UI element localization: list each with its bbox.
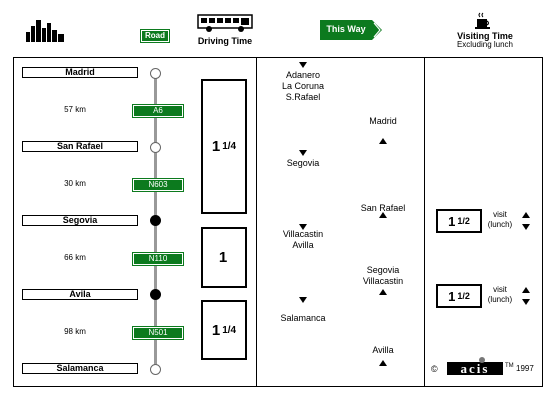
coffee-cup-icon bbox=[475, 12, 490, 29]
visit-lunch-label: visit (lunch) bbox=[484, 210, 516, 230]
up-arrow-icon bbox=[379, 138, 387, 144]
driving-time-whole: 1 bbox=[211, 321, 221, 339]
city-name-san-rafael: San Rafael bbox=[22, 141, 138, 152]
down-arrow-icon bbox=[299, 150, 307, 156]
visit-decrease-icon[interactable] bbox=[522, 299, 530, 305]
down-arrow-icon bbox=[299, 62, 307, 68]
city-name-madrid: Madrid bbox=[22, 67, 138, 78]
place-label: Avilla bbox=[292, 240, 314, 250]
direction-label-segovia: Segovia bbox=[286, 158, 320, 168]
road-sign-n110: N110 bbox=[133, 253, 183, 265]
city-name-segovia: Segovia bbox=[22, 215, 138, 226]
up-arrow-icon bbox=[379, 289, 387, 295]
city-node-avila bbox=[150, 289, 161, 300]
road-sign-legend: Road bbox=[141, 30, 169, 42]
visit-label: visit bbox=[493, 285, 507, 294]
place-label: Segovia bbox=[366, 265, 400, 275]
lunch-label: (lunch) bbox=[487, 220, 513, 229]
down-arrow-icon bbox=[299, 297, 307, 303]
bus-icon bbox=[197, 14, 253, 32]
distance-label: 66 km bbox=[64, 253, 86, 262]
visit-decrease-icon[interactable] bbox=[522, 224, 530, 230]
header-bar: Road Driving Time This Way Visiting Time… bbox=[0, 0, 557, 58]
visit-increase-icon[interactable] bbox=[522, 287, 530, 293]
visiting-time-header: Visiting Time bbox=[457, 31, 513, 41]
return-label-san-rafael: San Rafael bbox=[360, 203, 406, 213]
city-node-san-rafael bbox=[150, 142, 161, 153]
driving-time-box: 1 bbox=[201, 227, 247, 288]
visit-increase-icon[interactable] bbox=[522, 212, 530, 218]
visit-time-fraction: 1/2 bbox=[457, 216, 470, 226]
acis-logo-dot bbox=[479, 357, 485, 363]
direction-label-group1: Adanero La Coruna S.Rafael bbox=[270, 70, 336, 103]
divider-left bbox=[256, 57, 257, 387]
driving-time-fraction: 1/4 bbox=[222, 324, 237, 336]
city-name-salamanca: Salamanca bbox=[22, 363, 138, 374]
up-arrow-icon bbox=[379, 360, 387, 366]
divider-right bbox=[424, 57, 425, 387]
place-label: Villacastin bbox=[362, 276, 404, 286]
lunch-label: (lunch) bbox=[487, 295, 513, 304]
city-name-avila: Avila bbox=[22, 289, 138, 300]
visit-lunch-label: visit (lunch) bbox=[484, 285, 516, 305]
this-way-label: This Way bbox=[326, 24, 366, 34]
road-sign-n501: N501 bbox=[133, 327, 183, 339]
driving-time-whole: 1 bbox=[211, 138, 221, 155]
excluding-lunch-note: Excluding lunch bbox=[456, 40, 514, 49]
road-sign-a6: A6 bbox=[133, 105, 183, 117]
visit-time-whole: 1 bbox=[448, 288, 456, 304]
copyright-symbol: © bbox=[431, 364, 438, 374]
down-arrow-icon bbox=[299, 224, 307, 230]
visit-label: visit bbox=[493, 210, 507, 219]
distance-label: 57 km bbox=[64, 105, 86, 114]
driving-time-fraction: 1/4 bbox=[222, 141, 237, 152]
place-label: Adanero bbox=[285, 70, 321, 80]
up-arrow-icon bbox=[379, 212, 387, 218]
direction-label-salamanca: Salamanca bbox=[280, 313, 326, 323]
visit-time-fraction: 1/2 bbox=[457, 291, 470, 301]
distance-label: 98 km bbox=[64, 327, 86, 336]
trademark-mark: TM bbox=[505, 363, 514, 369]
city-node-salamanca bbox=[150, 364, 161, 375]
return-label-group: Segovia Villacastin bbox=[350, 265, 416, 287]
driving-time-header: Driving Time bbox=[197, 36, 253, 46]
copyright-year: 1997 bbox=[516, 364, 534, 373]
place-label: La Coruna bbox=[281, 81, 325, 91]
return-label-avilla: Avilla bbox=[372, 345, 394, 355]
city-node-segovia bbox=[150, 215, 161, 226]
return-label-madrid: Madrid bbox=[369, 116, 397, 126]
distance-label: 30 km bbox=[64, 179, 86, 188]
city-skyline-icon bbox=[26, 20, 64, 42]
road-sign-n603: N603 bbox=[133, 179, 183, 191]
this-way-arrow-icon bbox=[320, 20, 382, 40]
driving-time-whole: 1 bbox=[218, 249, 228, 266]
direction-label-group2: Villacastin Avilla bbox=[270, 229, 336, 251]
visit-time-whole: 1 bbox=[448, 213, 456, 229]
city-node-madrid bbox=[150, 68, 161, 79]
place-label: S.Rafael bbox=[285, 92, 321, 102]
acis-logo: acis bbox=[447, 362, 503, 375]
place-label: Villacastin bbox=[282, 229, 324, 239]
route-panel bbox=[13, 57, 543, 387]
